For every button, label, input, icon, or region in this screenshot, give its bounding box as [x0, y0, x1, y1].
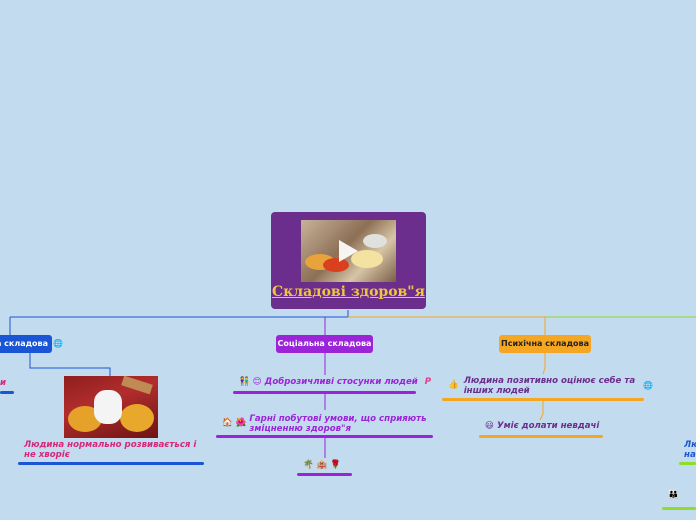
topic-friendly-suffix: Р — [424, 377, 432, 387]
branch-physical[interactable]: а складова — [0, 335, 52, 353]
topic-physical-development-label: Людина нормально розвивається і не хворі… — [24, 440, 197, 460]
branch-physical-label: а складова — [0, 339, 49, 348]
cooking-image — [64, 376, 158, 438]
topic-positive[interactable]: 👍 Людина позитивно оцінює себе та інших … — [448, 376, 638, 396]
topic-positive-label: Людина позитивно оцінює себе та інших лю… — [463, 376, 636, 396]
video-thumbnail[interactable] — [301, 220, 396, 282]
topic-living-label: Гарні побутові умови, що сприяють зміцне… — [249, 414, 427, 434]
globe-icon-psychic: 🌐 — [643, 381, 653, 390]
topic-physical-development-underline — [18, 462, 204, 465]
branch-social[interactable]: Соціальна складова — [276, 335, 373, 353]
root-title[interactable]: Складові здоров"я — [272, 284, 425, 300]
topic-friendly[interactable]: 👫 😊 Доброзичливі стосунки людей Р — [239, 377, 431, 387]
branch-social-label: Соціальна складова — [277, 339, 372, 348]
topic-overcome-label: Уміє долати невдачі — [496, 421, 600, 431]
topic-physical-development[interactable]: Людина нормально розвивається і не хворі… — [24, 440, 199, 460]
topic-living[interactable]: 🏠 🌺 Гарні побутові умови, що сприяють зм… — [222, 414, 427, 434]
topic-friendly-label: Доброзичливі стосунки людей — [264, 377, 418, 387]
topic-left-edge[interactable]: и — [0, 378, 6, 388]
topic-overcome-underline — [479, 435, 603, 438]
topic-left-edge-label: и — [0, 378, 7, 388]
topic-overcome[interactable]: 😃 Уміє долати невдачі — [485, 421, 599, 431]
flower-icon: 🌺 — [235, 418, 247, 428]
topic-positive-underline — [442, 398, 644, 401]
people-icon: 👫 — [239, 377, 250, 387]
rose-icon: 🌹 — [330, 460, 342, 470]
thumbs-up-icon: 👍 — [448, 380, 459, 390]
topic-right-icons[interactable]: 👪 — [668, 490, 679, 500]
hotel-icon: 🏨 — [316, 460, 328, 470]
globe-icon: 🌐 — [53, 339, 63, 348]
topic-right-edge-underline — [679, 462, 696, 465]
topic-right-icons-underline — [662, 507, 696, 510]
root-node[interactable]: Складові здоров"я — [271, 212, 426, 309]
topic-icons-row[interactable]: 🌴 🏨 🌹 — [303, 460, 341, 470]
branch-psychic-label: Психічна складова — [501, 339, 589, 348]
topic-right-edge-label: Лю на — [684, 440, 696, 460]
topic-right-edge[interactable]: Лю на — [684, 440, 696, 460]
branch-psychic[interactable]: Психічна складова — [499, 335, 591, 353]
topic-friendly-underline — [233, 391, 416, 394]
family-icon: 👪 — [668, 490, 679, 500]
smile-icon: 😊 — [252, 377, 262, 387]
topic-icons-row-underline — [297, 473, 352, 476]
smiley-icon: 😃 — [485, 421, 494, 431]
topic-living-underline — [216, 435, 433, 438]
topic-left-edge-underline — [0, 391, 14, 394]
play-icon[interactable] — [339, 240, 358, 262]
palm-icon: 🌴 — [303, 460, 314, 470]
house-icon: 🏠 — [222, 418, 233, 428]
